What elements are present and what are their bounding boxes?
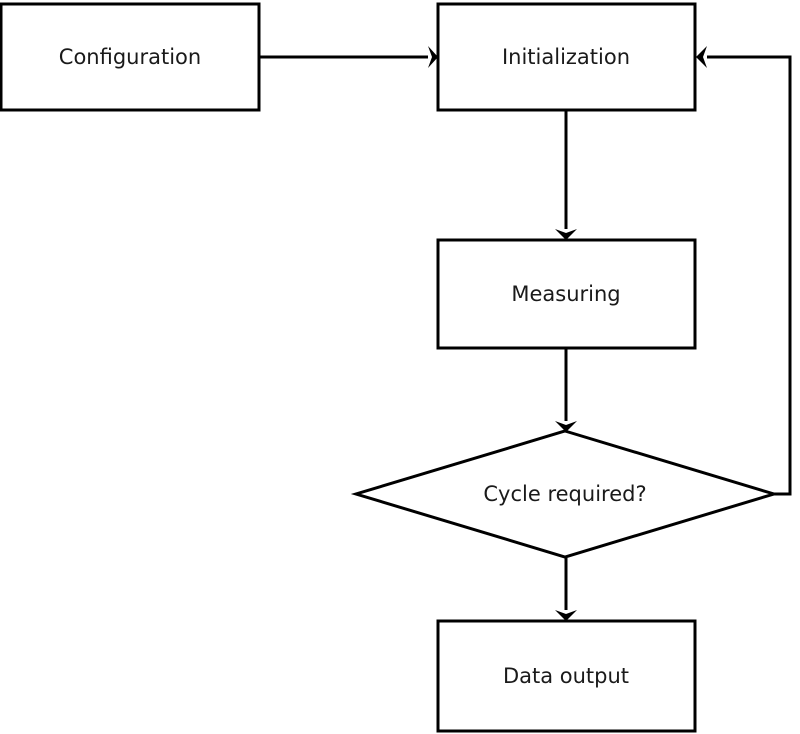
node-cycle-required[interactable]: Cycle required? [350,429,780,559]
node-initialization[interactable]: Initialization [436,2,697,112]
arrowhead-icon [428,46,438,68]
arrowhead-icon [696,46,707,68]
node-initialization-shape[interactable] [436,2,697,112]
edge-measuring-to-cycle-required [555,349,577,432]
edge-line [707,55,792,496]
node-measuring-label: Measuring [511,282,620,306]
nodes-layer: Configuration Initialization Measuring C… [0,2,780,733]
node-configuration[interactable]: Configuration [0,2,261,112]
node-configuration-shape[interactable] [0,2,261,112]
edges-layer [260,46,792,621]
node-measuring[interactable]: Measuring [436,238,697,350]
arrowhead-icon [555,610,577,621]
node-data-output-shape[interactable] [436,619,697,733]
node-measuring-shape[interactable] [436,238,697,350]
arrowhead-icon [555,229,577,240]
node-cycle-required-label: Cycle required? [483,482,646,506]
node-cycle-required-shape[interactable] [350,429,780,559]
edge-cycle-required-to-data-output [555,558,577,621]
arrowhead-icon [555,421,577,432]
node-initialization-label: Initialization [502,45,630,69]
edge-configuration-to-initialization [260,46,438,68]
edge-initialization-to-measuring [555,111,577,240]
node-configuration-label: Configuration [59,45,201,69]
node-data-output-label: Data output [503,664,629,688]
node-data-output[interactable]: Data output [436,619,697,733]
edge-cycle-required-to-initialization-feedback [696,46,792,496]
